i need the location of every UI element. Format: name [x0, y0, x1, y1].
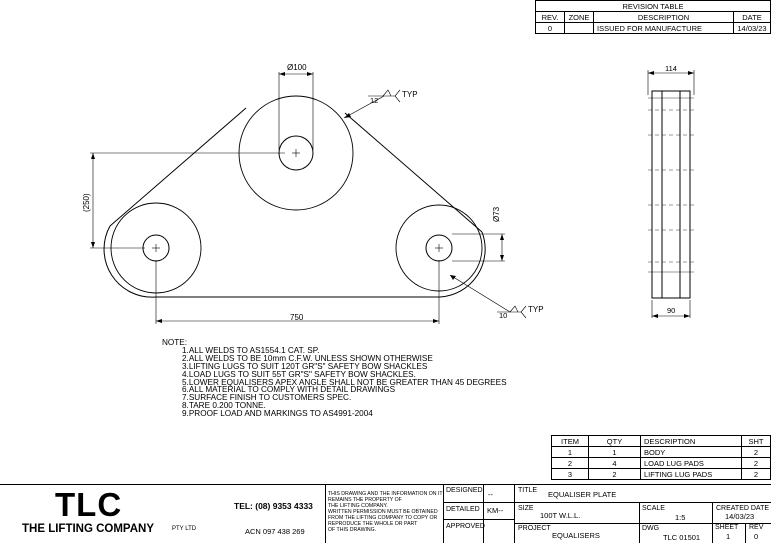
rev-label: REV [749, 524, 764, 531]
project-label: PROJECT [518, 525, 551, 532]
copyright-line: REPRODUCE THE WHOLE OR PART [328, 521, 418, 527]
parts-cell: BODY [640, 446, 742, 458]
note-item: 7.SURFACE FINISH TO CUSTOMERS SPEC. [182, 393, 352, 403]
parts-cell: 1 [588, 446, 641, 458]
revision-table: REVISION TABLE REV. ZONE DESCRIPTION DAT… [535, 0, 771, 34]
right-hole-dia-label: Ø73 [492, 206, 501, 222]
side-view [648, 90, 694, 299]
parts-header-sht: SHT [741, 435, 771, 447]
dim-right-dia [452, 233, 505, 262]
height-label: (250) [82, 193, 91, 212]
note-item: 4.LOAD LUGS TO SUIT 55T GR"S" SAFETY BOW… [182, 369, 416, 379]
designed-value: -- [488, 490, 493, 499]
designed-label: DESIGNED [446, 487, 483, 494]
side-bottom-label: 90 [667, 306, 675, 315]
drawing-notes: NOTE: 1.ALL WELDS TO AS1554.1 CAT. SP. 2… [162, 338, 507, 419]
note-item: 5.LOWER EQUALISERS APEX ANGLE SHALL NOT … [182, 377, 507, 387]
weld-symbol-bottom [449, 274, 527, 319]
rev-cell: 0 [535, 22, 565, 34]
detailed-value: KM-- [487, 506, 504, 515]
parts-cell: 4 [588, 457, 641, 469]
parts-cell: LIFTING LUG PADS [640, 468, 742, 480]
table-row: 2 4 LOAD LUG PADS 2 [551, 457, 771, 469]
company-logo: TLC [55, 486, 123, 523]
note-item: 9.PROOF LOAD AND MARKINGS TO AS4991-2004 [182, 409, 373, 419]
top-hole-dia-label: Ø100 [287, 63, 307, 72]
dwg-label: DWG [642, 525, 660, 532]
dwg-number: TLC 01501 [663, 533, 701, 542]
note-item: 8.TARE 0.200 TONNE. [182, 401, 266, 411]
copyright-line: REMAINS THE PROPERTY OF [328, 497, 402, 503]
weld-size-top: 12 [370, 96, 378, 105]
rev-cell: 14/03/23 [733, 22, 771, 34]
table-row: 3 2 LIFTING LUG PADS 2 [551, 468, 771, 480]
note-item: 3.LIFTING LUGS TO SUIT 120T GR"S" SAFETY… [182, 361, 428, 371]
weld-symbol-top [343, 89, 401, 119]
parts-list-table: ITEM QTY DESCRIPTION SHT 1 1 BODY 2 2 4 … [551, 435, 771, 480]
company-phone: TEL: (08) 9353 4333 [234, 501, 313, 511]
parts-cell: 2 [741, 446, 771, 458]
rev-header-date: DATE [733, 11, 771, 23]
company-name: THE LIFTING COMPANY [22, 523, 155, 535]
table-row: 0 ISSUED FOR MANUFACTURE 14/03/23 [535, 22, 771, 34]
dim-height [90, 152, 285, 249]
note-item: 1.ALL WELDS TO AS1554.1 CAT. SP. [182, 345, 320, 355]
parts-header-description: DESCRIPTION [640, 435, 742, 447]
width-label: 750 [290, 313, 304, 322]
size-label: SIZE [518, 505, 534, 512]
created-date-label: CREATED DATE [716, 505, 770, 512]
company-acn: ACN 097 438 269 [245, 527, 305, 536]
copyright-notice: THIS DRAWING AND THE INFORMATION ON IT R… [328, 491, 443, 533]
parts-cell: LOAD LUG PADS [640, 457, 742, 469]
lifting-holes [142, 135, 453, 262]
rev-header-zone: ZONE [564, 11, 594, 23]
detailed-label: DETAILED [446, 506, 480, 513]
scale-value: 1:5 [675, 513, 686, 522]
dim-width [155, 260, 440, 324]
scale-label: SCALE [642, 505, 665, 512]
table-row: 1 1 BODY 2 [551, 446, 771, 458]
weld-typ-bottom: TYP [528, 305, 544, 314]
side-width-label: 114 [665, 64, 677, 73]
note-item: 6.ALL MATERIAL TO COMPLY WITH DETAIL DRA… [182, 385, 396, 395]
sheet-label: SHEET [715, 524, 739, 531]
notes-heading: NOTE: [162, 338, 188, 347]
revision-table-title: REVISION TABLE [535, 0, 771, 12]
created-date-value: 14/03/23 [725, 512, 755, 521]
rev-header-rev: REV. [535, 11, 565, 23]
rev-cell [564, 22, 594, 34]
copyright-line: WRITTEN PERMISSION MUST BE OBTAINED [328, 509, 438, 515]
weld-typ-top: TYP [402, 90, 418, 99]
equaliser-plate-outline [103, 95, 486, 298]
dim-top-dia [278, 72, 314, 150]
parts-cell: 1 [551, 446, 589, 458]
company-pty: PTY LTD [172, 526, 197, 532]
parts-cell: 3 [551, 468, 589, 480]
parts-cell: 2 [551, 457, 589, 469]
copyright-line: THE LIFTING COMPANY. [328, 503, 388, 509]
weld-size-bottom: 10 [499, 311, 507, 320]
title-value: EQUALISER PLATE [548, 490, 617, 499]
title-label: TITLE [518, 487, 538, 494]
copyright-line: THIS DRAWING AND THE INFORMATION ON IT [328, 491, 443, 497]
dim-side-width [647, 70, 695, 318]
rev-header-description: DESCRIPTION [593, 11, 734, 23]
project-value: EQUALISERS [552, 531, 600, 540]
parts-cell: 2 [741, 457, 771, 469]
parts-cell: 2 [588, 468, 641, 480]
parts-header-item: ITEM [551, 435, 589, 447]
rev-cell: ISSUED FOR MANUFACTURE [593, 22, 734, 34]
parts-cell: 2 [741, 468, 771, 480]
title-block: TLC THE LIFTING COMPANY PTY LTD TEL: (08… [0, 484, 771, 543]
approved-label: APPROVED [446, 523, 485, 530]
parts-header-qty: QTY [588, 435, 641, 447]
size-value: 100T W.L.L. [540, 511, 581, 520]
copyright-line: FROM THE LIFTING COMPANY TO COPY OR [328, 515, 438, 521]
rev-value: 0 [754, 532, 759, 541]
sheet-value: 1 [726, 532, 731, 541]
note-item: 2.ALL WELDS TO BE 10mm C.F.W. UNLESS SHO… [182, 353, 433, 363]
copyright-line: OF THIS DRAWING. [328, 527, 377, 533]
